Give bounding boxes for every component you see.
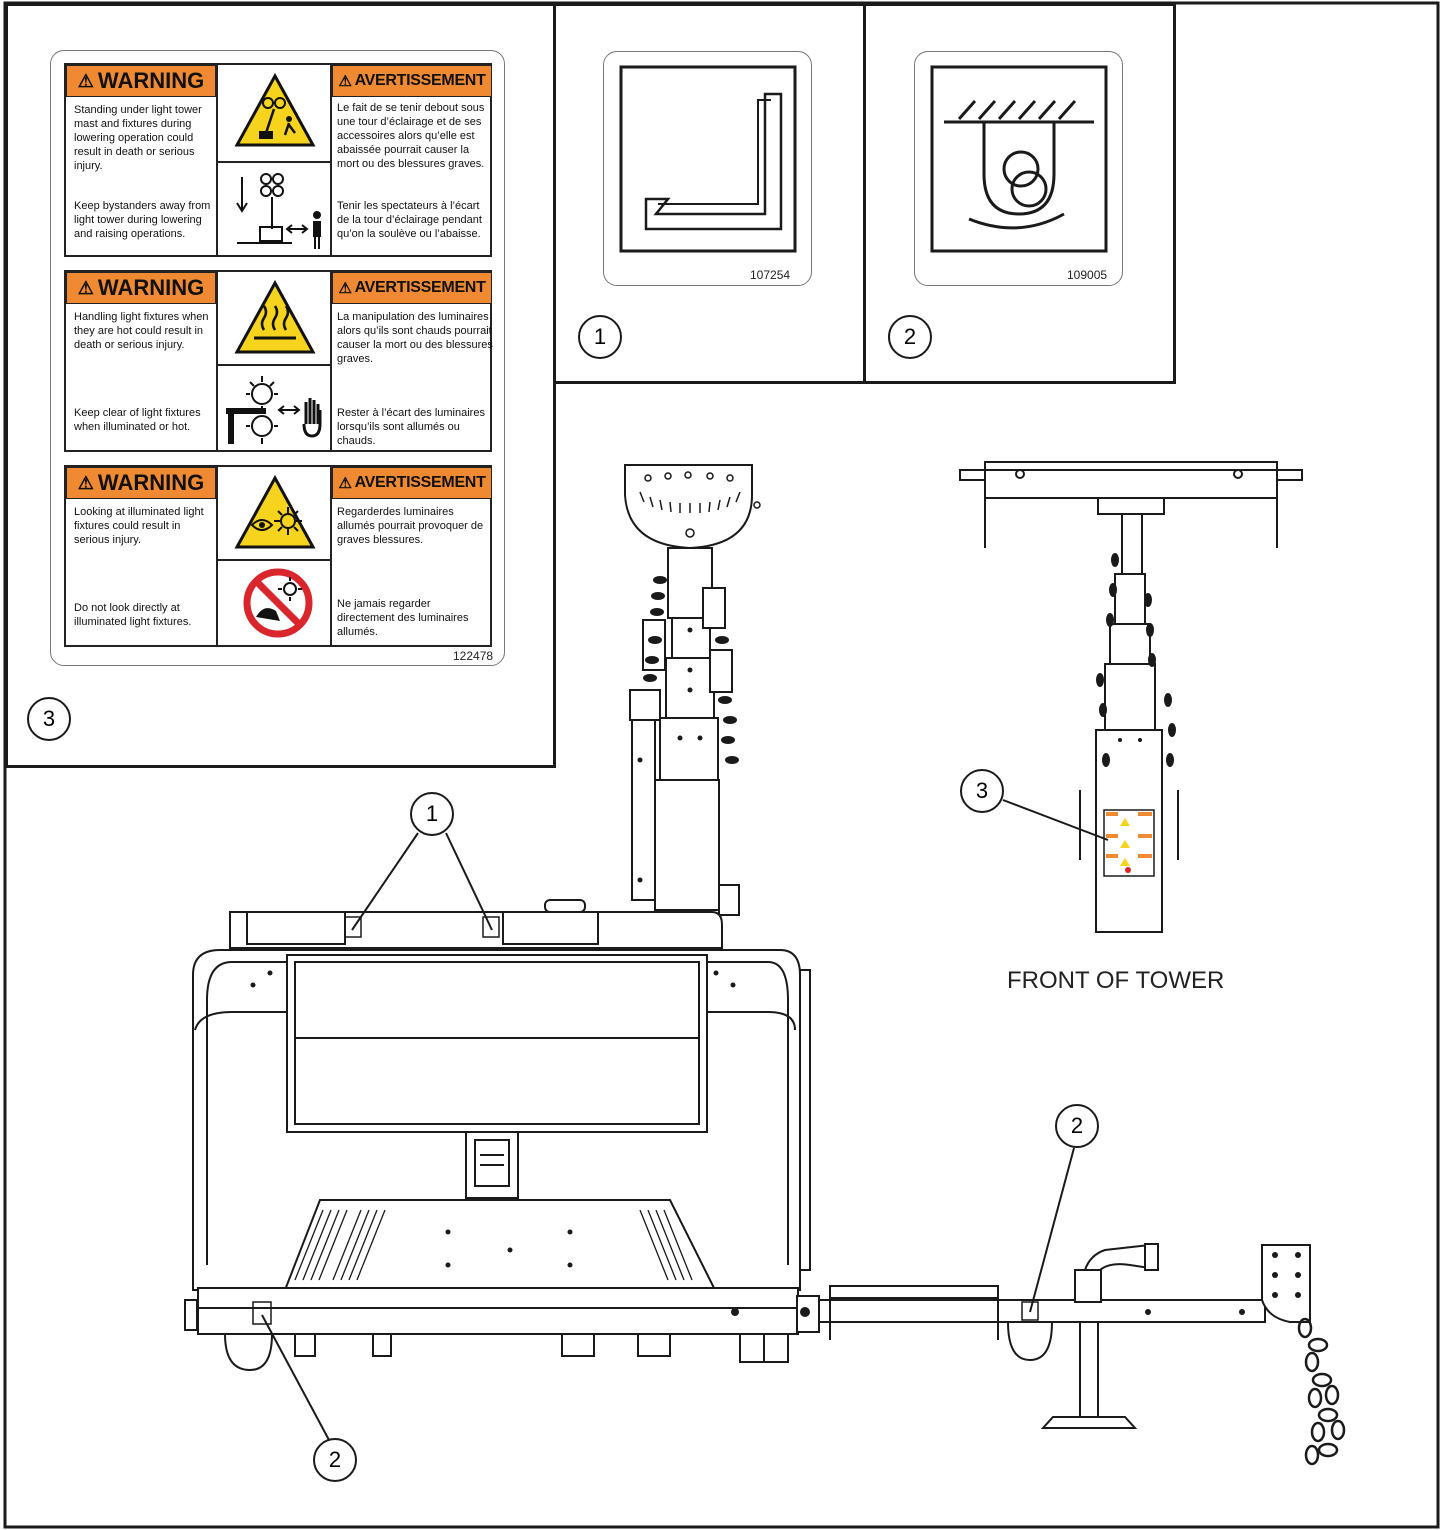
keep-hand-clear-icon <box>226 376 322 444</box>
callout-2-inset: 2 <box>888 315 932 359</box>
do-not-look-prohibition-icon <box>243 568 313 638</box>
callout-1-inset: 1 <box>578 315 622 359</box>
hazard-text-fr: Regarderdes luminaires allumés pourrait … <box>337 506 484 546</box>
falling-mast-warning-icon <box>234 73 316 147</box>
callout-1-top-decals: 1 <box>410 792 454 836</box>
warning-header: ⚠WARNING <box>66 65 216 97</box>
avoid-text-fr: Ne jamais regarder directement des lumin… <box>337 598 469 638</box>
warning-triangle-icon: ⚠ <box>338 475 352 492</box>
hot-surface-warning-icon <box>234 280 316 354</box>
avoid-text-en: Keep clear of light fixtures when illumi… <box>74 407 201 433</box>
decal-122478: ⚠WARNING ⚠AVERTISSEMENT Standing under l… <box>50 50 505 666</box>
callout-3-inset: 3 <box>27 697 71 741</box>
warning-triangle-icon: ⚠ <box>77 472 94 493</box>
warning-row-bright-light: ⚠WARNING ⚠AVERTISSEMENT Looking at illum… <box>64 465 492 647</box>
avertissement-header: ⚠AVERTISSEMENT <box>332 272 492 304</box>
callout-3-tower-decal: 3 <box>960 769 1004 813</box>
avoid-text-en: Do not look directly at illuminated ligh… <box>74 602 192 628</box>
part-number: 122478 <box>453 649 494 663</box>
warning-triangle-icon: ⚠ <box>77 70 94 91</box>
hazard-text-fr: La manipulation des luminaires alors qu’… <box>337 311 493 365</box>
avoid-text-en: Keep bystanders away from light tower du… <box>74 200 211 240</box>
warning-header: ⚠WARNING <box>66 467 216 499</box>
avertissement-header: ⚠AVERTISSEMENT <box>332 65 492 97</box>
hazard-text-en: Looking at illuminated light fixtures co… <box>74 506 204 546</box>
hazard-text-en: Standing under light tower mast and fixt… <box>74 104 202 172</box>
hazard-text-en: Handling light fixtures when they are ho… <box>74 311 209 351</box>
warning-row-hot-fixtures: ⚠WARNING ⚠AVERTISSEMENT Handling light f… <box>64 270 493 452</box>
warning-header: ⚠WARNING <box>66 272 216 304</box>
decal-107254: 107254 <box>603 51 812 286</box>
avoid-text-fr: Tenir les spectateurs à l’écart de la to… <box>337 200 482 240</box>
read-manual-corner-icon <box>619 65 797 253</box>
part-number: 109005 <box>1067 268 1108 282</box>
bright-light-eye-warning-icon <box>234 475 316 549</box>
callout-2-frame-decal: 2 <box>313 1438 357 1482</box>
warning-triangle-icon: ⚠ <box>338 280 352 297</box>
overhead-hazard-coil-icon <box>930 65 1108 253</box>
callout-2-tongue-decal: 2 <box>1055 1104 1099 1148</box>
part-number: 107254 <box>750 268 791 282</box>
warning-triangle-icon: ⚠ <box>77 277 94 298</box>
hazard-text-fr: Le fait de se tenir debout sous une tour… <box>337 102 485 170</box>
avoid-text-fr: Rester à l’écart des luminaires lorsqu’i… <box>337 407 485 447</box>
front-of-tower-label: FRONT OF TOWER <box>1007 967 1225 994</box>
warning-row-falling-mast: ⚠WARNING ⚠AVERTISSEMENT Standing under l… <box>64 63 492 257</box>
warning-triangle-icon: ⚠ <box>338 73 352 90</box>
avertissement-header: ⚠AVERTISSEMENT <box>332 467 492 499</box>
decal-109005: 109005 <box>914 51 1123 286</box>
keep-away-from-tower-icon <box>236 173 321 249</box>
